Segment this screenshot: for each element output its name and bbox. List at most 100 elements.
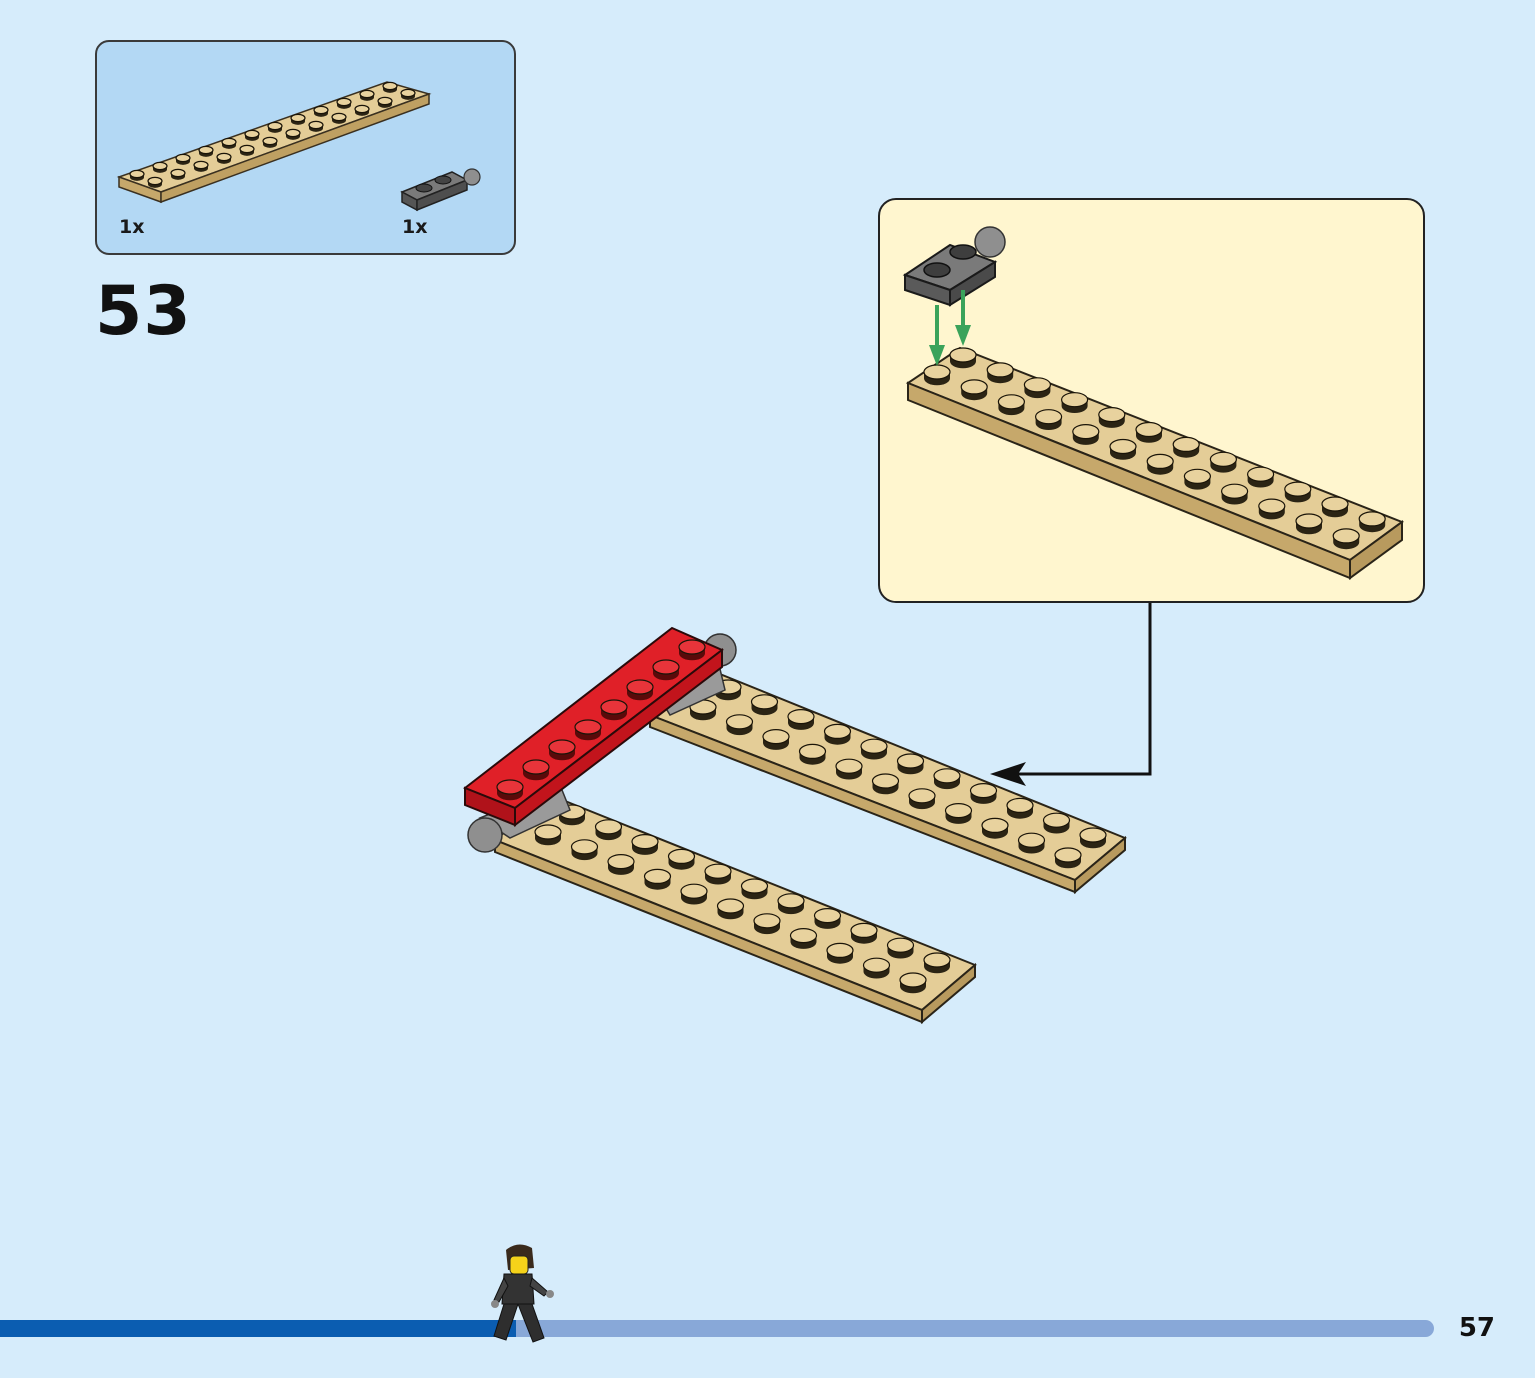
minifigure-progress-icon bbox=[491, 1244, 555, 1343]
gray-plate-ball-icon bbox=[400, 168, 481, 212]
callout-tan-stud bbox=[1098, 407, 1126, 423]
callout-tan-stud bbox=[1023, 377, 1051, 393]
parts-tan-stud bbox=[377, 96, 393, 106]
parts-tan-stud bbox=[308, 120, 324, 130]
parts-tan-stud bbox=[170, 168, 186, 178]
right-tan-stud bbox=[908, 788, 936, 804]
left-tan-stud bbox=[850, 922, 878, 939]
right-tan-stud bbox=[750, 694, 779, 710]
left-tan-stud bbox=[777, 893, 805, 909]
callout-tan-stud bbox=[1135, 421, 1163, 438]
parts-tan-stud bbox=[382, 81, 398, 91]
callout-tan-stud bbox=[1209, 451, 1237, 467]
callout-tan-stud bbox=[997, 394, 1025, 410]
left-tan-stud bbox=[826, 942, 854, 959]
parts-tan-stud bbox=[331, 112, 347, 122]
callout-connector bbox=[990, 603, 1152, 786]
parts-tan-stud bbox=[262, 136, 278, 146]
parts-list-box: 1x 1x bbox=[95, 40, 516, 255]
part-quantity-gray-plate: 1x bbox=[402, 216, 428, 238]
parts-tan-stud bbox=[129, 169, 145, 179]
placement-arrows bbox=[929, 290, 971, 366]
callout-tan-stud bbox=[960, 379, 988, 395]
left-tan-plate bbox=[493, 793, 977, 1025]
right-tan-stud bbox=[787, 708, 815, 725]
callout-illustration bbox=[902, 226, 1405, 580]
parts-tan-stud bbox=[267, 121, 283, 131]
progress-track bbox=[0, 1320, 1434, 1337]
left-tan-stud bbox=[886, 937, 915, 953]
red-stud bbox=[522, 759, 550, 775]
right-tan-stud bbox=[725, 714, 754, 730]
parts-tan-stud bbox=[336, 97, 352, 107]
callout-tan-stud bbox=[1247, 466, 1275, 482]
left-tan-stud bbox=[789, 927, 818, 944]
parts-tan-stud bbox=[198, 145, 214, 155]
right-tan-stud bbox=[969, 782, 998, 799]
callout-tan-stud bbox=[1321, 496, 1349, 512]
parts-tan-stud bbox=[359, 89, 375, 99]
tan-plate-icon bbox=[116, 81, 432, 204]
red-stud bbox=[652, 659, 680, 675]
parts-tan-stud bbox=[239, 144, 255, 154]
part-quantity-tan-plate: 1x bbox=[119, 216, 145, 238]
callout-tan-plate-icon bbox=[905, 346, 1405, 580]
callout-tan-stud bbox=[1221, 483, 1249, 499]
right-tan-stud bbox=[860, 738, 888, 754]
parts-tan-stud bbox=[175, 153, 191, 163]
right-tan-stud bbox=[1006, 797, 1034, 814]
callout-tan-stud bbox=[1183, 468, 1211, 484]
callout-tan-stud bbox=[986, 362, 1014, 378]
parts-tan-stud bbox=[244, 129, 260, 139]
callout-tan-stud bbox=[1258, 498, 1286, 514]
right-tan-stud bbox=[798, 743, 827, 760]
parts-tan-stud bbox=[216, 152, 232, 162]
callout-tan-stud bbox=[1332, 528, 1360, 544]
callout-tan-stud bbox=[1284, 481, 1312, 497]
red-stud bbox=[626, 679, 654, 695]
red-stud bbox=[574, 719, 602, 735]
left-tan-stud bbox=[899, 972, 927, 988]
parts-tan-stud bbox=[193, 160, 209, 170]
right-tan-stud bbox=[944, 802, 973, 819]
left-tan-stud bbox=[594, 819, 623, 835]
right-tan-stud bbox=[823, 723, 852, 740]
parts-tan-stud bbox=[354, 104, 370, 114]
right-tan-stud bbox=[1054, 847, 1082, 863]
parts-list-illustration bbox=[116, 81, 481, 212]
parts-tan-stud bbox=[400, 88, 416, 98]
callout-tan-stud bbox=[1072, 424, 1100, 440]
left-tan-stud bbox=[643, 868, 672, 885]
right-tan-stud bbox=[1042, 812, 1071, 828]
left-tan-stud bbox=[862, 957, 891, 973]
left-tan-stud bbox=[740, 878, 769, 894]
red-plate bbox=[463, 626, 724, 828]
right-tan-plate bbox=[648, 666, 1127, 895]
parts-tan-stud bbox=[147, 176, 163, 186]
red-stud bbox=[678, 639, 706, 655]
step-number: 53 bbox=[95, 272, 192, 351]
left-tan-stud bbox=[704, 863, 732, 879]
right-tan-stud bbox=[981, 817, 1009, 834]
left-tan-stud bbox=[680, 883, 708, 899]
right-tan-stud bbox=[933, 768, 961, 784]
left-tan-stud bbox=[667, 848, 696, 865]
callout-tan-stud bbox=[1035, 409, 1063, 425]
right-tan-stud bbox=[1017, 832, 1046, 848]
callout-tan-stud bbox=[1061, 392, 1089, 408]
parts-tan-stud bbox=[285, 128, 301, 138]
right-tan-stud bbox=[835, 758, 863, 774]
right-tan-stud bbox=[1079, 827, 1107, 843]
callout-tan-stud bbox=[1295, 513, 1323, 529]
red-stud bbox=[548, 739, 576, 755]
callout-tan-stud bbox=[1358, 511, 1386, 527]
right-tan-stud bbox=[762, 728, 790, 745]
right-tan-stud bbox=[871, 773, 900, 789]
left-tan-stud bbox=[923, 952, 951, 968]
callout-tan-stud bbox=[949, 347, 977, 363]
callout-tan-stud bbox=[1146, 453, 1174, 469]
left-tan-stud bbox=[631, 833, 659, 850]
progress-fill bbox=[0, 1320, 517, 1337]
page-number: 57 bbox=[1458, 1313, 1495, 1343]
